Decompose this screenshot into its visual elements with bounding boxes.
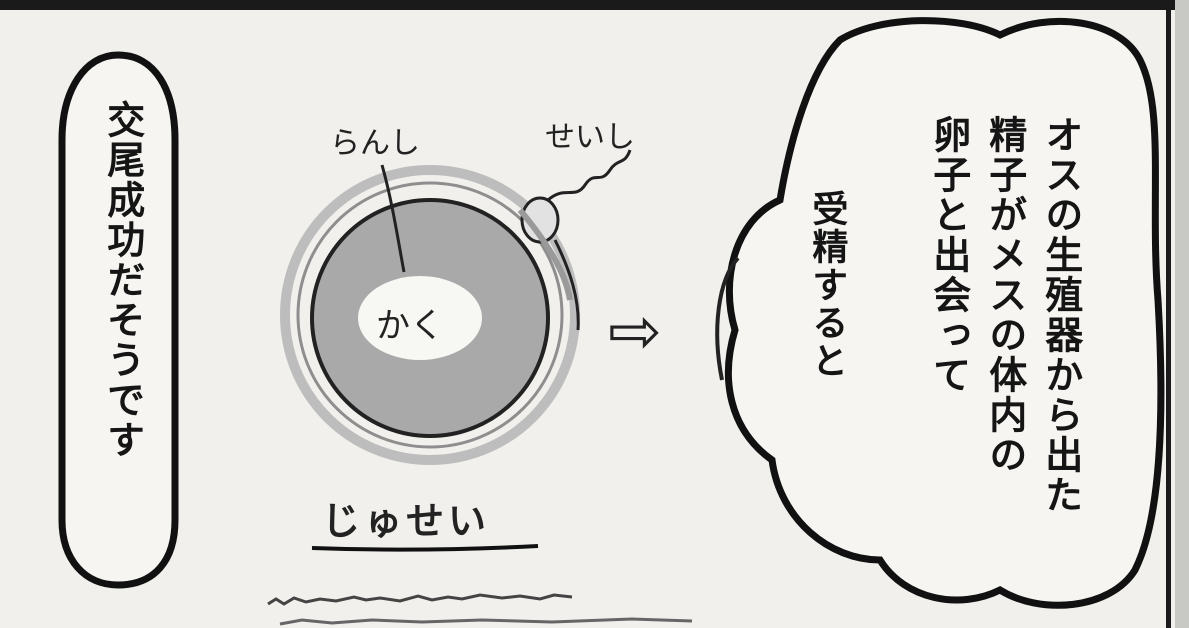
right-bubble-line-2: 精子がメスの体内の	[982, 115, 1027, 475]
panel-top-border	[0, 0, 1189, 10]
nucleus	[358, 276, 482, 360]
panel-right-border	[1166, 0, 1171, 628]
caption-underline	[311, 544, 539, 552]
left-bubble-text: 交尾成功だそうです	[100, 100, 145, 460]
right-speech-cloud	[724, 17, 1165, 609]
panel-right-gutter	[1175, 0, 1189, 628]
right-bubble-line-3: 卵子と出会って	[926, 115, 971, 395]
sperm-head	[520, 196, 560, 244]
arrow-icon: ⇨	[608, 295, 662, 369]
egg-label: らんし	[330, 126, 420, 161]
left-speech-bubble	[58, 51, 179, 589]
illegible-scribble	[267, 593, 573, 606]
egg-halo	[280, 165, 580, 465]
right-bubble-inner-text: 受精すると	[806, 190, 848, 380]
nucleus-label: かく	[376, 306, 444, 346]
diagram-caption: じゅせい	[322, 499, 491, 543]
background-bubble-edge	[715, 256, 740, 381]
sperm-label: せいし	[545, 120, 635, 155]
right-bubble-line-1: オスの生殖器から出た	[1038, 115, 1083, 515]
egg-label-pointer	[380, 164, 406, 273]
sperm-tail	[547, 149, 632, 202]
